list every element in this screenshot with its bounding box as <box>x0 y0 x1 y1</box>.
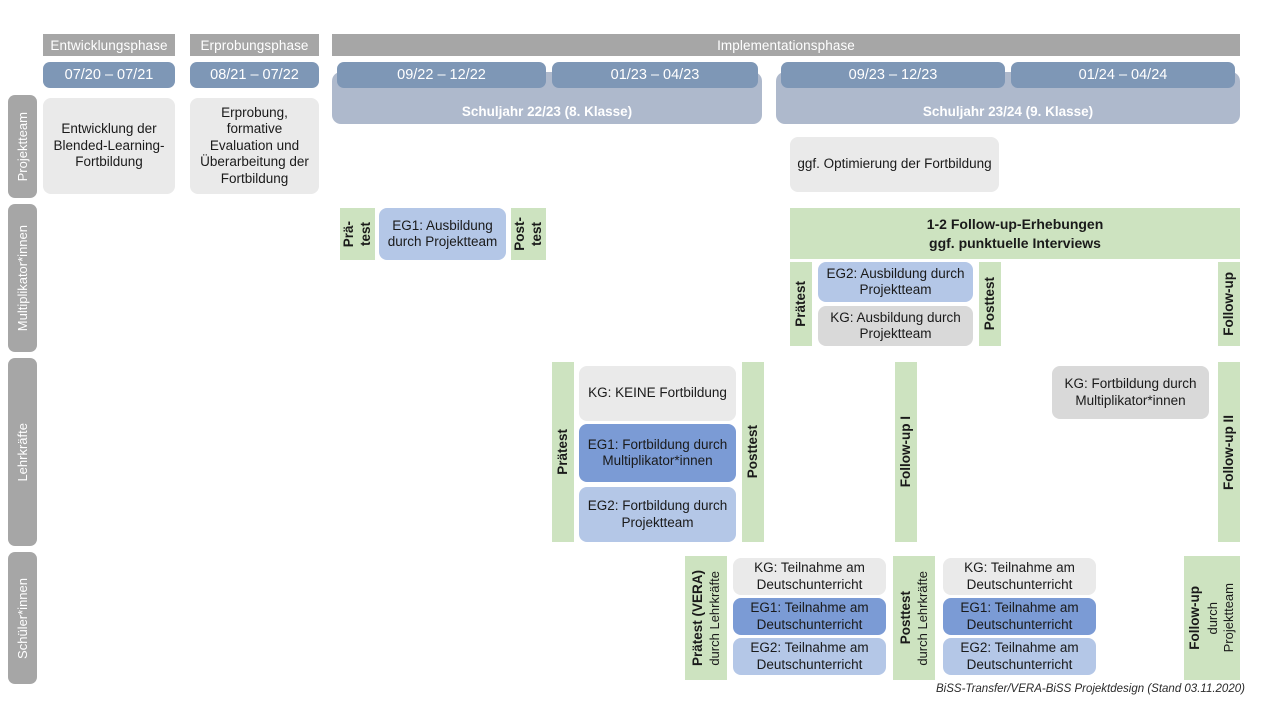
label-praetest-lehrkraefte: Prätest <box>552 362 574 542</box>
box-eg1-fortbildung-multiplikatoren: EG1: Fortbildung durch Multiplikator*inn… <box>579 424 736 482</box>
label-praetest-multiplikatoren-2: Prätest <box>790 262 812 346</box>
box-optimierung-fortbildung: ggf. Optimierung der Fortbildung <box>790 137 999 192</box>
praetest-lehrkraefte-text: Prätest <box>554 429 570 475</box>
box-eg1-ausbildung-projektteam: EG1: Ausbildung durch Projektteam <box>379 208 506 260</box>
banner-followup-line2: ggf. punktuelle Interviews <box>929 234 1101 251</box>
date-chip-0124-0424: 01/24 – 04/24 <box>1011 62 1235 88</box>
date-chip-0123-0423: 01/23 – 04/23 <box>552 62 758 88</box>
praetest-vera-main: Prätest (VERA) <box>689 569 705 667</box>
followup-schueler-main: Follow-up <box>1187 586 1203 650</box>
date-chip-0922-1222: 09/22 – 12/22 <box>337 62 546 88</box>
box-erprobung-evaluation: Erprobung, formative Evaluation und Über… <box>190 98 319 194</box>
date-chip-0923-1223: 09/23 – 12/23 <box>781 62 1005 88</box>
banner-followup-erhebungen: 1-2 Follow-up-Erhebungen ggf. punktuelle… <box>790 208 1240 259</box>
box-eg2-teilnahme-deutschunterricht-right: EG2: Teilnahme am Deutschunterricht <box>943 638 1096 675</box>
banner-followup-line1: 1-2 Follow-up-Erhebungen <box>926 215 1104 232</box>
label-posttest-schueler: Posttest durch Lehrkräfte <box>893 556 935 680</box>
posttest-schueler-main: Posttest <box>897 591 913 645</box>
followup-schueler-sub1: durch <box>1204 601 1220 635</box>
posttest-2-text: Posttest <box>981 277 997 331</box>
posttest-lehrkraefte-text: Posttest <box>744 425 760 479</box>
box-kg-keine-fortbildung: KG: KEINE Fortbildung <box>579 366 736 421</box>
label-posttest-multiplikatoren: Post- test <box>511 208 546 260</box>
label-posttest-lehrkraefte: Posttest <box>742 362 764 542</box>
actor-label-schuelerinnen-text: Schüler*innen <box>15 577 30 659</box>
posttest-line2: test <box>529 221 544 246</box>
phase-header-erprobungsphase: Erprobungsphase <box>190 34 319 56</box>
box-kg-teilnahme-deutschunterricht-right: KG: Teilnahme am Deutschunterricht <box>943 558 1096 595</box>
actor-label-projektteam-text: Projektteam <box>15 111 30 182</box>
label-followup-2-lehrkraefte: Follow-up II <box>1218 362 1240 542</box>
box-kg-teilnahme-deutschunterricht-left: KG: Teilnahme am Deutschunterricht <box>733 558 886 595</box>
footer-credit: BiSS-Transfer/VERA-BiSS Projektdesign (S… <box>936 683 1245 695</box>
actor-label-schuelerinnen: Schüler*innen <box>8 552 37 684</box>
phase-header-entwicklungsphase: Entwicklungsphase <box>43 34 175 56</box>
actor-label-multiplikatorinnen: Multiplikator*innen <box>8 204 37 352</box>
posttest-schueler-sub: durch Lehrkräfte <box>914 570 930 666</box>
box-eg1-teilnahme-deutschunterricht-left: EG1: Teilnahme am Deutschunterricht <box>733 598 886 635</box>
label-followup-multiplikatoren: Follow-up <box>1218 262 1240 346</box>
praetest-vera-sub: durch Lehrkräfte <box>706 570 722 666</box>
box-entwicklung-blended-learning: Entwicklung der Blended-Learning-Fortbil… <box>43 98 175 194</box>
box-kg-fortbildung-multiplikatoren: KG: Fortbildung durch Multiplikator*inne… <box>1052 366 1209 419</box>
label-posttest-multiplikatoren-2: Posttest <box>979 262 1001 346</box>
actor-label-lehrkraefte: Lehrkräfte <box>8 358 37 546</box>
label-praetest-multiplikatoren: Prä- test <box>340 208 375 260</box>
label-praetest-vera-schueler: Prätest (VERA) durch Lehrkräfte <box>685 556 727 680</box>
date-chip-0720-0721: 07/20 – 07/21 <box>43 62 175 88</box>
date-chip-0821-0722: 08/21 – 07/22 <box>190 62 319 88</box>
followup-1-text: Follow-up I <box>897 416 913 488</box>
box-eg1-teilnahme-deutschunterricht-right: EG1: Teilnahme am Deutschunterricht <box>943 598 1096 635</box>
praetest-line1: Prä- <box>340 220 356 248</box>
label-followup-1-lehrkraefte: Follow-up I <box>895 362 917 542</box>
actor-label-projektteam: Projektteam <box>8 95 37 198</box>
praetest-2-text: Prätest <box>792 281 808 327</box>
phase-header-implementationsphase: Implementationsphase <box>332 34 1240 56</box>
box-eg2-fortbildung-projektteam: EG2: Fortbildung durch Projektteam <box>579 487 736 542</box>
actor-label-multiplikatorinnen-text: Multiplikator*innen <box>15 224 30 332</box>
followup-multiplikatoren-text: Follow-up <box>1220 272 1236 336</box>
label-followup-schueler: Follow-up durch Projektteam <box>1184 556 1240 680</box>
praetest-line2: test <box>358 221 373 246</box>
box-eg2-teilnahme-deutschunterricht-left: EG2: Teilnahme am Deutschunterricht <box>733 638 886 675</box>
followup-2-text: Follow-up II <box>1220 414 1236 490</box>
posttest-line1: Post- <box>511 217 527 251</box>
actor-label-lehrkraefte-text: Lehrkräfte <box>15 422 30 482</box>
box-eg2-ausbildung-projektteam: EG2: Ausbildung durch Projektteam <box>818 262 973 302</box>
followup-schueler-sub2: Projektteam <box>1221 583 1237 653</box>
box-kg-ausbildung-projektteam: KG: Ausbildung durch Projektteam <box>818 306 973 346</box>
